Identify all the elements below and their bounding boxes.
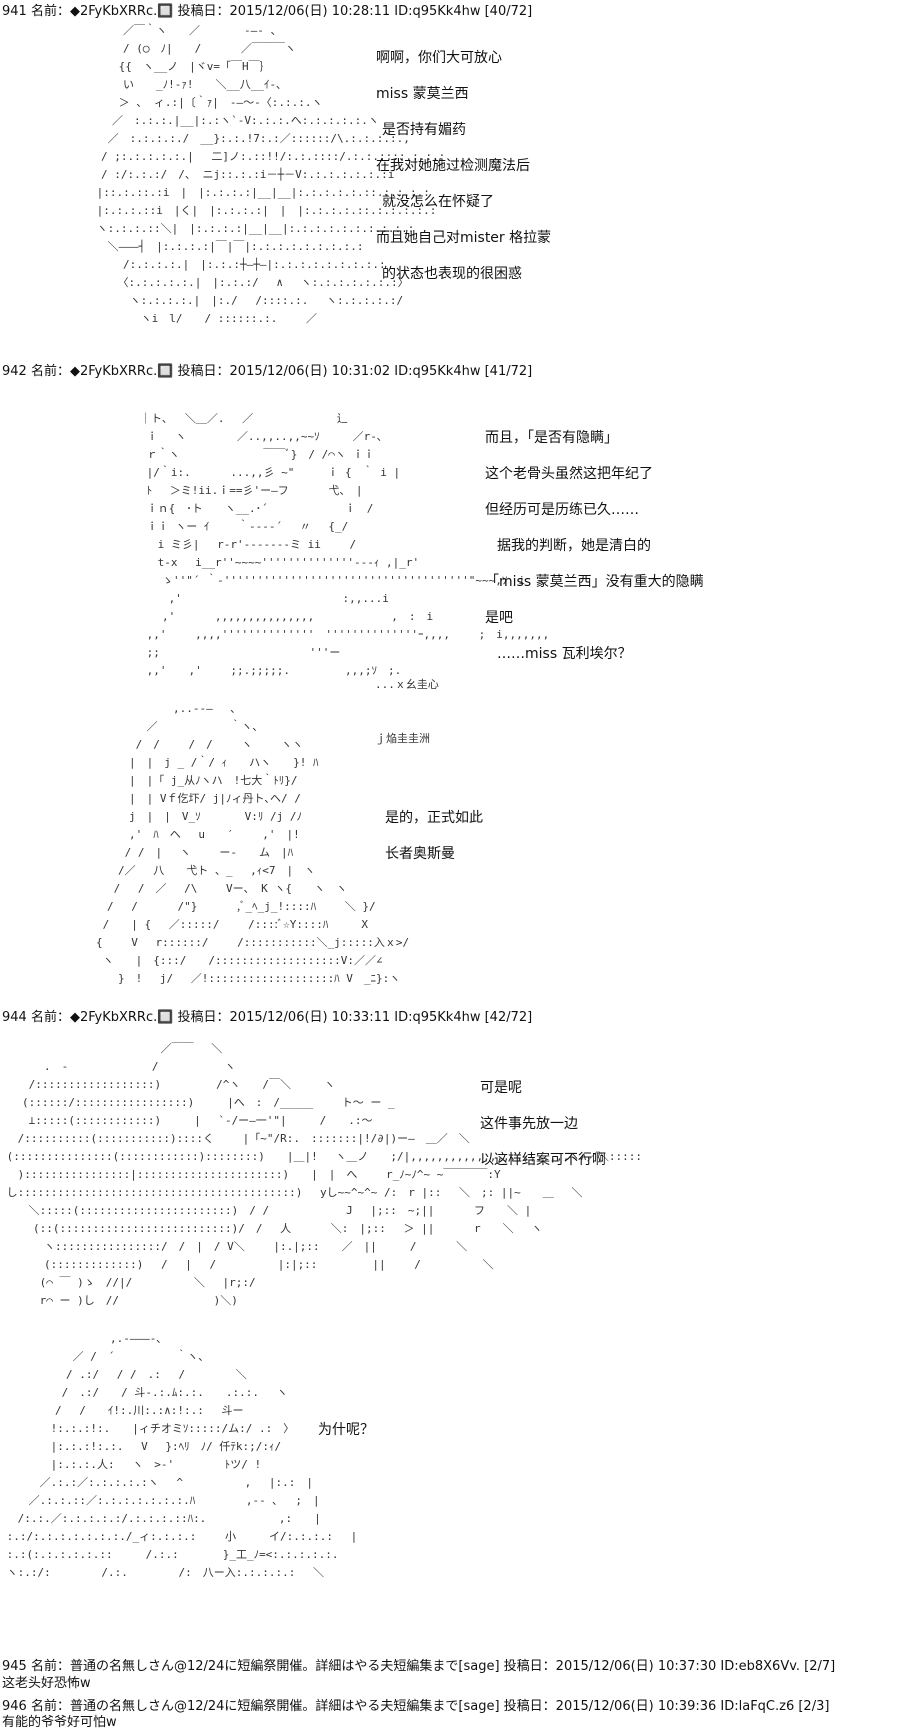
dialogue-line: 据我的判断，她是清白的 <box>497 538 651 554</box>
post-header-941: 941 名前：◆2FyKbXRRc.🔲 投稿日：2015/12/06(日) 10… <box>2 4 533 19</box>
post-header-942: 942 名前：◆2FyKbXRRc.🔲 投稿日：2015/12/06(日) 10… <box>2 364 533 379</box>
dialogue-line: 在我对她施过检测魔法后 <box>376 158 530 174</box>
dialogue-louise: 是的，正式如此 长者奥斯曼 <box>385 800 483 872</box>
dialogue-line: 是的，正式如此 <box>385 810 483 826</box>
dialogue-line: 但经历可是历练已久…… <box>485 502 639 518</box>
dialogue-line: 就没怎么在怀疑了 <box>382 194 494 210</box>
dialogue-line: 而且她自己对mister 格拉蒙 <box>376 230 552 246</box>
dialogue-line: 「miss 蒙莫兰西」没有重大的隐瞒 <box>485 574 704 590</box>
post-header-946: 946 名前：普通の名無しさん@12/24に短編祭開催。詳細はやる夫短編集まで[… <box>2 1699 830 1714</box>
ascii-art-caption: ...ｘ幺圭心 ｊ焔圭圭洲 <box>375 640 439 766</box>
dialogue-line: 这件事先放一边 <box>480 1116 578 1132</box>
art-caption-line: ｊ焔圭圭洲 <box>375 732 430 745</box>
post-header-944: 944 名前：◆2FyKbXRRc.🔲 投稿日：2015/12/06(日) 10… <box>2 1010 533 1025</box>
dialogue-line: 长者奥斯曼 <box>385 846 455 862</box>
dialogue-line: 是吧 <box>485 610 513 626</box>
ascii-art-louise-2: ,.-―――-､ ／ / ´ ｀ヽ、 / .:/ / / .: / ＼ / .:… <box>6 1332 358 1579</box>
dialogue-line: 可是呢 <box>480 1080 522 1096</box>
dialogue-line: 的状态也表现的很困惑 <box>382 266 522 282</box>
dialogue-line: 这个老骨头虽然这把年纪了 <box>485 466 653 482</box>
dialogue-942: 而且，「是否有隐瞒」 这个老骨头虽然这把年纪了 但经历可是历练已久…… 据我的判… <box>485 420 704 672</box>
ascii-art-old-man-3: ／￣￣ ＼ . - / ヽ /::::::::::::::::::) /^ヽ /… <box>6 1042 642 1307</box>
ascii-art-old-man-1: ／￣｀ヽ ／ -―- 、 / (◯ ﾉ| / ／￣￣￣ヽ {{ ヽ__ノ |ヾv… <box>96 24 446 325</box>
dialogue-why: 为什呢？ <box>318 1412 374 1448</box>
dialogue-line: 以这样结案可不行啊 <box>480 1152 606 1168</box>
dialogue-line: ……miss 瓦利埃尔？ <box>497 646 632 662</box>
dialogue-line: 为什呢？ <box>318 1422 374 1438</box>
post-body-946: 有能的爷爷好可怕w <box>2 1715 117 1730</box>
dialogue-line: 是否持有媚药 <box>382 122 466 138</box>
dialogue-line: 而且，「是否有隐瞒」 <box>485 430 618 446</box>
art-caption-line: ...ｘ幺圭心 <box>375 678 439 691</box>
post-body-945: 这老头好恐怖w <box>2 1676 91 1691</box>
ascii-art-old-man-2: ｜ト、 ＼＿／. ／ 辶 ｉ ヽ ／..,,..,,~~ｿ ／r‐､ ｒ｀ヽ ￣… <box>140 412 550 677</box>
dialogue-944: 可是呢 这件事先放一边 以这样结案可不行啊 <box>480 1070 606 1178</box>
dialogue-line: 啊啊，你们大可放心 <box>376 50 502 66</box>
post-header-945: 945 名前：普通の名無しさん@12/24に短編祭開催。詳細はやる夫短編集まで[… <box>2 1659 836 1674</box>
dialogue-line: miss 蒙莫兰西 <box>376 86 469 102</box>
ascii-art-louise: ,..-‐― ､ ／ ｀ヽ、 / / / / ヽ ヽヽ | | j _ /｀/ … <box>95 702 410 985</box>
dialogue-941: 啊啊，你们大可放心 miss 蒙莫兰西 是否持有媚药 在我对她施过检测魔法后 就… <box>376 40 551 292</box>
